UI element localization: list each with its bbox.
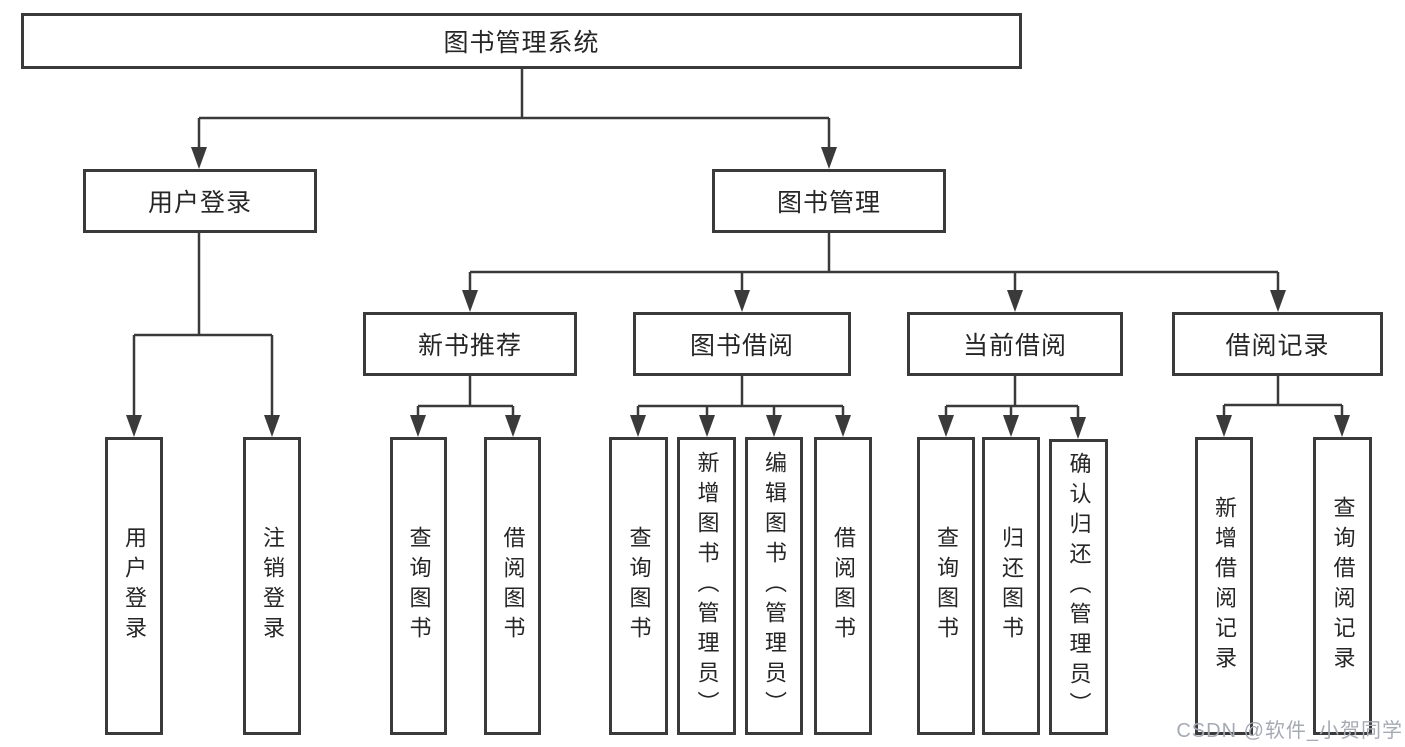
leaf-add-borrow-record-label: 新增借阅记录: [1212, 496, 1237, 676]
csdn-watermark: CSDN @软件_小贺同学: [1176, 720, 1403, 742]
node-root-label: 图书管理系统: [443, 29, 600, 57]
arrow-down-icon: [1070, 417, 1086, 439]
leaf-query-books-3-label: 查询图书: [934, 526, 959, 646]
leaf-query-books-2-label: 查询图书: [626, 526, 652, 646]
leaf-user-login-label: 用户登录: [122, 526, 147, 646]
node-root: 图书管理系统: [21, 13, 1022, 69]
arrow-down-icon: [630, 415, 646, 437]
node-current-borrow: 当前借阅: [907, 312, 1123, 376]
arrow-down-icon: [766, 415, 782, 437]
arrow-down-icon: [126, 415, 142, 437]
leaf-query-books-2: 查询图书: [609, 437, 668, 735]
arrow-down-icon: [1334, 415, 1350, 437]
node-user-login: 用户登录: [83, 169, 317, 233]
arrow-down-icon: [191, 147, 207, 169]
arrow-down-icon: [1003, 415, 1019, 437]
node-new-book-recommend-label: 新书推荐: [417, 332, 522, 360]
arrow-down-icon: [410, 415, 426, 437]
node-book-borrow: 图书借阅: [633, 312, 851, 376]
arrow-down-icon: [462, 290, 478, 312]
node-user-login-label: 用户登录: [147, 189, 252, 217]
node-book-borrow-label: 图书借阅: [689, 332, 794, 360]
leaf-query-borrow-record-label: 查询借阅记录: [1330, 496, 1356, 676]
arrow-down-icon: [938, 415, 954, 437]
leaf-borrow-books-1: 借阅图书: [484, 437, 541, 735]
leaf-logout-label: 注销登录: [260, 526, 285, 646]
arrow-down-icon: [835, 415, 851, 437]
leaf-borrow-books-2: 借阅图书: [814, 437, 872, 735]
node-current-borrow-label: 当前借阅: [962, 332, 1067, 360]
arrow-down-icon: [505, 415, 521, 437]
node-book-management: 图书管理: [712, 169, 946, 233]
arrow-down-icon: [734, 290, 750, 312]
leaf-edit-books-admin: 编辑图书（管理员）: [745, 437, 803, 735]
arrow-down-icon: [821, 147, 837, 169]
node-borrow-records: 借阅记录: [1172, 312, 1383, 376]
arrow-down-icon: [1007, 290, 1023, 312]
leaf-logout: 注销登录: [243, 437, 301, 735]
leaf-borrow-books-1-label: 借阅图书: [500, 526, 526, 646]
node-book-management-label: 图书管理: [776, 189, 881, 217]
leaf-add-books-admin-label: 新增图书（管理员）: [694, 451, 720, 721]
node-new-book-recommend: 新书推荐: [363, 312, 577, 376]
leaf-edit-books-admin-label: 编辑图书（管理员）: [762, 451, 787, 721]
leaf-query-borrow-record: 查询借阅记录: [1313, 437, 1372, 735]
leaf-return-books-label: 归还图书: [999, 526, 1024, 646]
leaf-query-books-3: 查询图书: [917, 437, 975, 735]
leaf-borrow-books-2-label: 借阅图书: [831, 526, 856, 646]
leaf-query-books-1: 查询图书: [390, 437, 447, 735]
leaf-query-books-1-label: 查询图书: [406, 526, 432, 646]
leaf-add-borrow-record: 新增借阅记录: [1195, 437, 1253, 735]
leaf-user-login: 用户登录: [105, 437, 163, 735]
arrow-down-icon: [1270, 290, 1286, 312]
node-borrow-records-label: 借阅记录: [1225, 332, 1330, 360]
leaf-confirm-return-admin: 确认归还（管理员）: [1049, 439, 1108, 735]
leaf-return-books: 归还图书: [982, 437, 1040, 735]
arrow-down-icon: [699, 415, 715, 437]
arrow-down-icon: [1216, 415, 1232, 437]
leaf-add-books-admin: 新增图书（管理员）: [677, 437, 736, 735]
leaf-confirm-return-admin-label: 确认归还（管理员）: [1066, 452, 1092, 722]
arrow-down-icon: [264, 415, 280, 437]
